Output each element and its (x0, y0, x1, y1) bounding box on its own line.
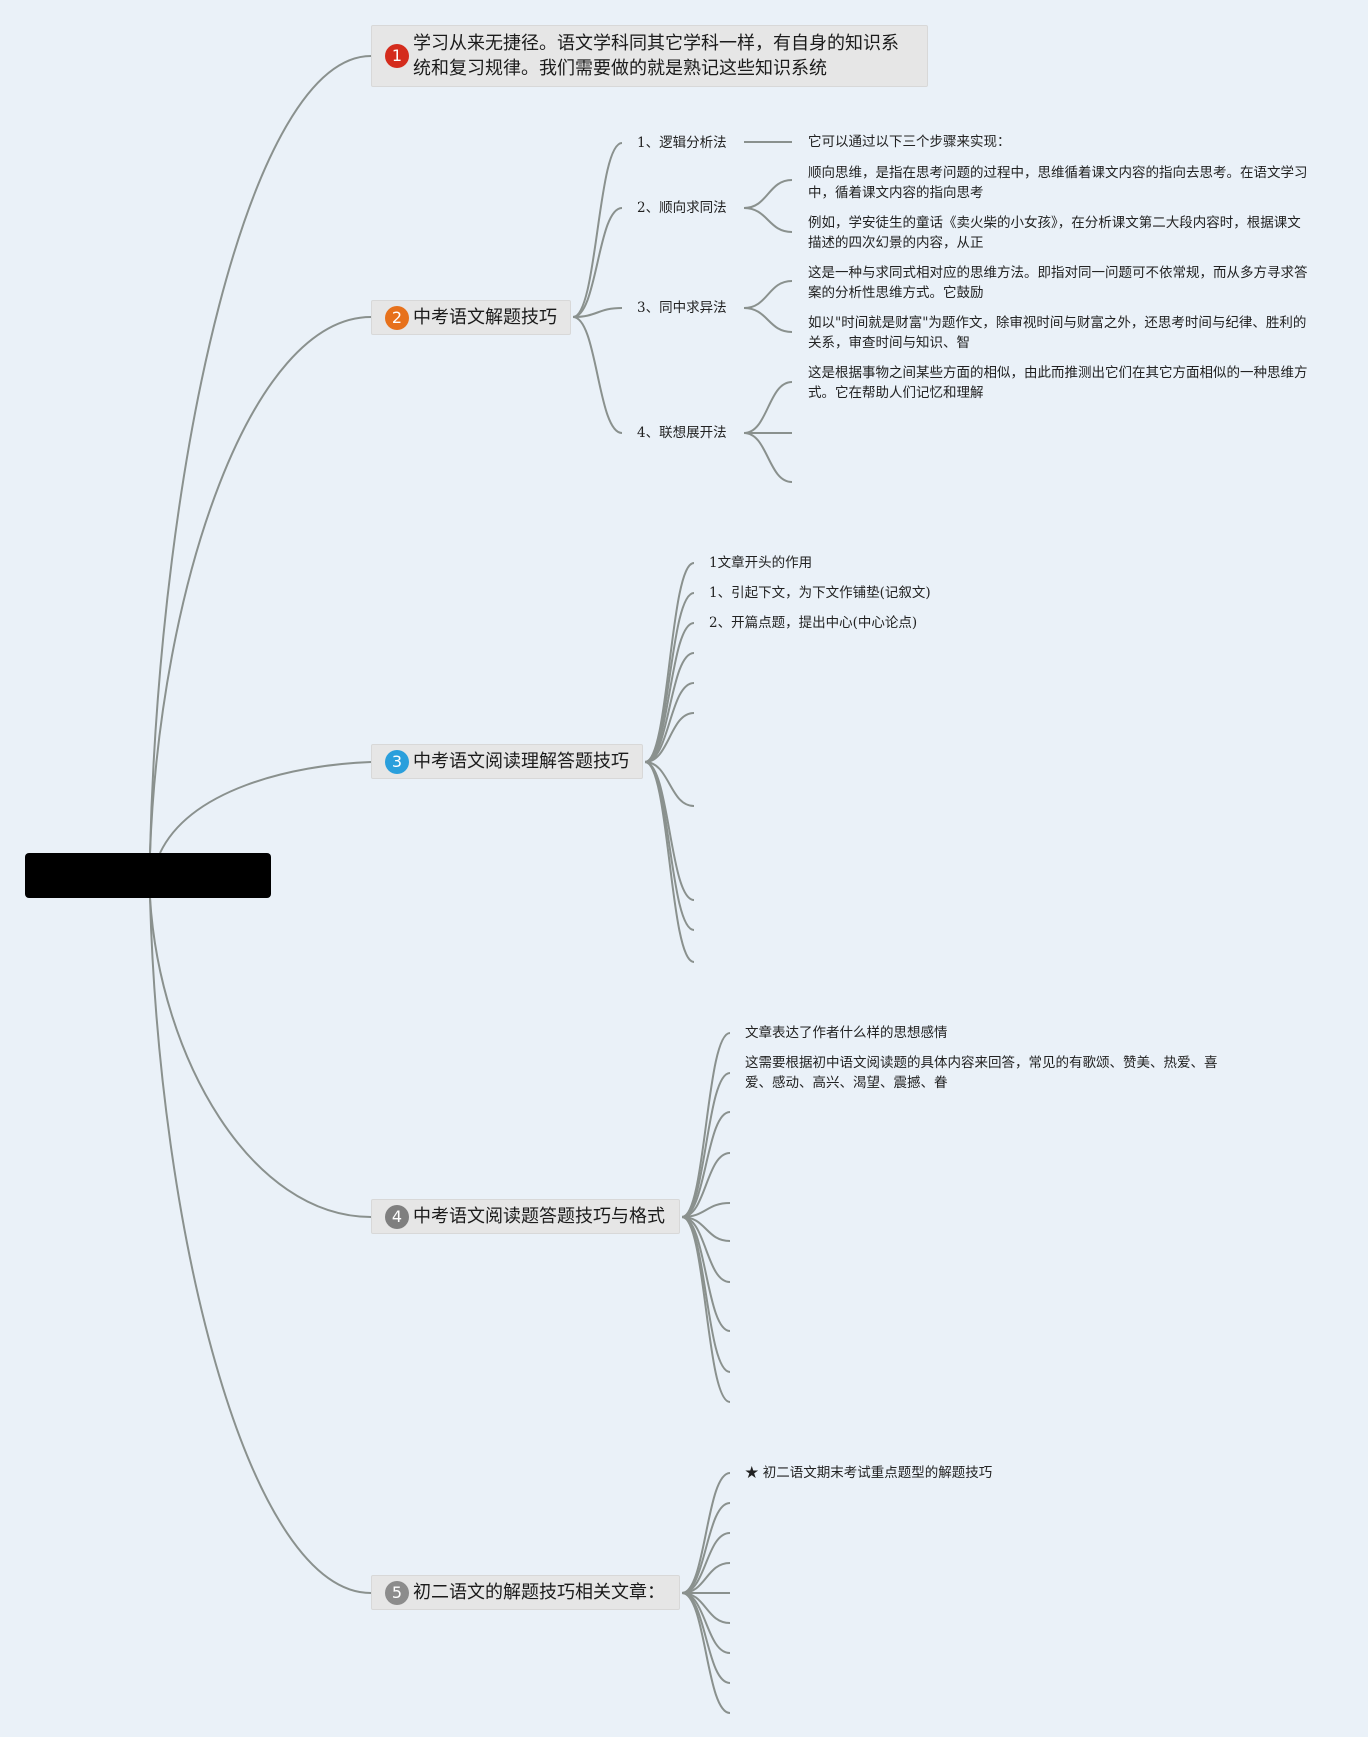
note-logic-steps: 它可以通过以下三个步骤来实现： (808, 134, 1011, 150)
edge-topic-2-sub-4 (572, 316, 623, 434)
topic-2-node[interactable]: 2 中考语文解题技巧 (371, 300, 571, 335)
edge-topic-2-sub-3 (572, 307, 623, 318)
topic-2-text: 中考语文解题技巧 (413, 307, 557, 328)
edge-sub2-note-2 (743, 207, 793, 233)
note-author-feelings: 文章表达了作者什么样的思想感情 (745, 1025, 948, 1041)
edge-topic-2-sub-2 (572, 207, 623, 318)
topic-5-text: 初二语文的解题技巧相关文章： (413, 1582, 665, 1603)
edge-topic-3-child-9 (644, 761, 695, 931)
note-time-wealth-example: 如以"时间就是财富"为题作文，除审视时间与财富之外，还思考时间与纪律、胜利的关系… (808, 315, 1307, 351)
note-point-theme: 2、开篇点题，提出中心(中心论点) (709, 615, 918, 631)
edge-topic-3-child-10 (644, 761, 695, 963)
topic-1-node[interactable]: 1 学习从来无捷径。语文学科同其它学科一样，有自身的知识系 统和复习规律。我们需… (371, 25, 928, 87)
edge-root-topic-3 (159, 761, 372, 854)
note-opening-role: 1文章开头的作用 (709, 555, 813, 571)
subtopic-association[interactable]: 4、联想展开法 (637, 425, 727, 441)
note-andersen-example: 例如，学安徒生的童话《卖火柴的小女孩》，在分析课文第二大段内容时，根据课文描述的… (808, 215, 1301, 251)
edge-topic-4-child-2 (681, 1072, 731, 1218)
topic-4-badge: 4 (385, 1204, 409, 1229)
edge-topic-4-child-10 (681, 1216, 731, 1403)
topic-3-badge: 3 (385, 749, 409, 774)
subtopic-logic-analysis[interactable]: 1、逻辑分析法 (637, 135, 727, 151)
edge-topic-5-child-7 (681, 1592, 731, 1654)
edge-sub4-note-3 (743, 432, 793, 483)
edge-sub3-note-1 (743, 280, 793, 309)
topic-3-node[interactable]: 3 中考语文阅读理解答题技巧 (371, 744, 643, 779)
edge-topic-4-child-3 (681, 1111, 731, 1218)
edge-sub3-note-2 (743, 307, 793, 333)
edge-topic-5-child-1 (681, 1472, 731, 1594)
root-node[interactable] (25, 853, 271, 898)
note-forward-thinking: 顺向思维，是指在思考问题的过程中，思维循着课文内容的指向去思考。在语文学习中，循… (808, 165, 1308, 201)
topic-2-badge: 2 (385, 305, 409, 330)
edge-topic-3-child-5 (644, 682, 695, 763)
subtopic-forward-convergence[interactable]: 2、顺向求同法 (637, 200, 727, 216)
edge-topic-5-child-3 (681, 1532, 731, 1594)
edge-sub2-note-1 (743, 179, 793, 209)
subtopic-seek-difference[interactable]: 3、同中求异法 (637, 300, 727, 316)
edge-topic-3-child-3 (644, 622, 695, 763)
edge-topic-2-sub-1 (572, 142, 623, 318)
edge-topic-3-child-4 (644, 652, 695, 763)
edge-topic-4-child-4 (681, 1152, 731, 1218)
edge-root-topic-1 (149, 55, 372, 854)
note-related-article[interactable]: ★ 初二语文期末考试重点题型的解题技巧 (745, 1465, 993, 1481)
topic-1-badge: 1 (385, 44, 409, 68)
note-analogy-thinking: 这是根据事物之间某些方面的相似，由此而推测出它们在其它方面相似的一种思维方式。它… (808, 365, 1308, 401)
topic-3-text: 中考语文阅读理解答题技巧 (413, 751, 629, 772)
note-divergent-thinking: 这是一种与求同式相对应的思维方法。即指对同一问题可不依常规，而从多方寻求答案的分… (808, 265, 1308, 301)
topic-5-node[interactable]: 5 初二语文的解题技巧相关文章： (371, 1575, 680, 1610)
edge-sub4-note-1 (743, 381, 793, 434)
edge-topic-3-child-6 (644, 712, 695, 763)
edge-topic-5-child-2 (681, 1502, 731, 1594)
edge-topic-3-child-7 (644, 761, 695, 807)
edge-topic-4-child-1 (681, 1032, 731, 1218)
edge-topic-3-child-1 (644, 562, 695, 763)
topic-4-text: 中考语文阅读题答题技巧与格式 (413, 1206, 665, 1227)
topic-4-node[interactable]: 4 中考语文阅读题答题技巧与格式 (371, 1199, 680, 1234)
note-lead-in: 1、引起下文，为下文作铺垫(记叙文) (709, 585, 931, 601)
edge-root-topic-4 (149, 897, 372, 1218)
edge-topic-5-child-9 (681, 1592, 731, 1714)
edge-root-topic-2 (149, 316, 372, 854)
topic-1-text: 学习从来无捷径。语文学科同其它学科一样，有自身的知识系 统和复习规律。我们需要做… (413, 33, 899, 79)
topic-5-badge: 5 (385, 1580, 409, 1605)
edge-root-topic-5 (149, 897, 372, 1594)
note-answer-by-content: 这需要根据初中语文阅读题的具体内容来回答，常见的有歌颂、赞美、热爱、喜爱、感动、… (745, 1055, 1218, 1091)
